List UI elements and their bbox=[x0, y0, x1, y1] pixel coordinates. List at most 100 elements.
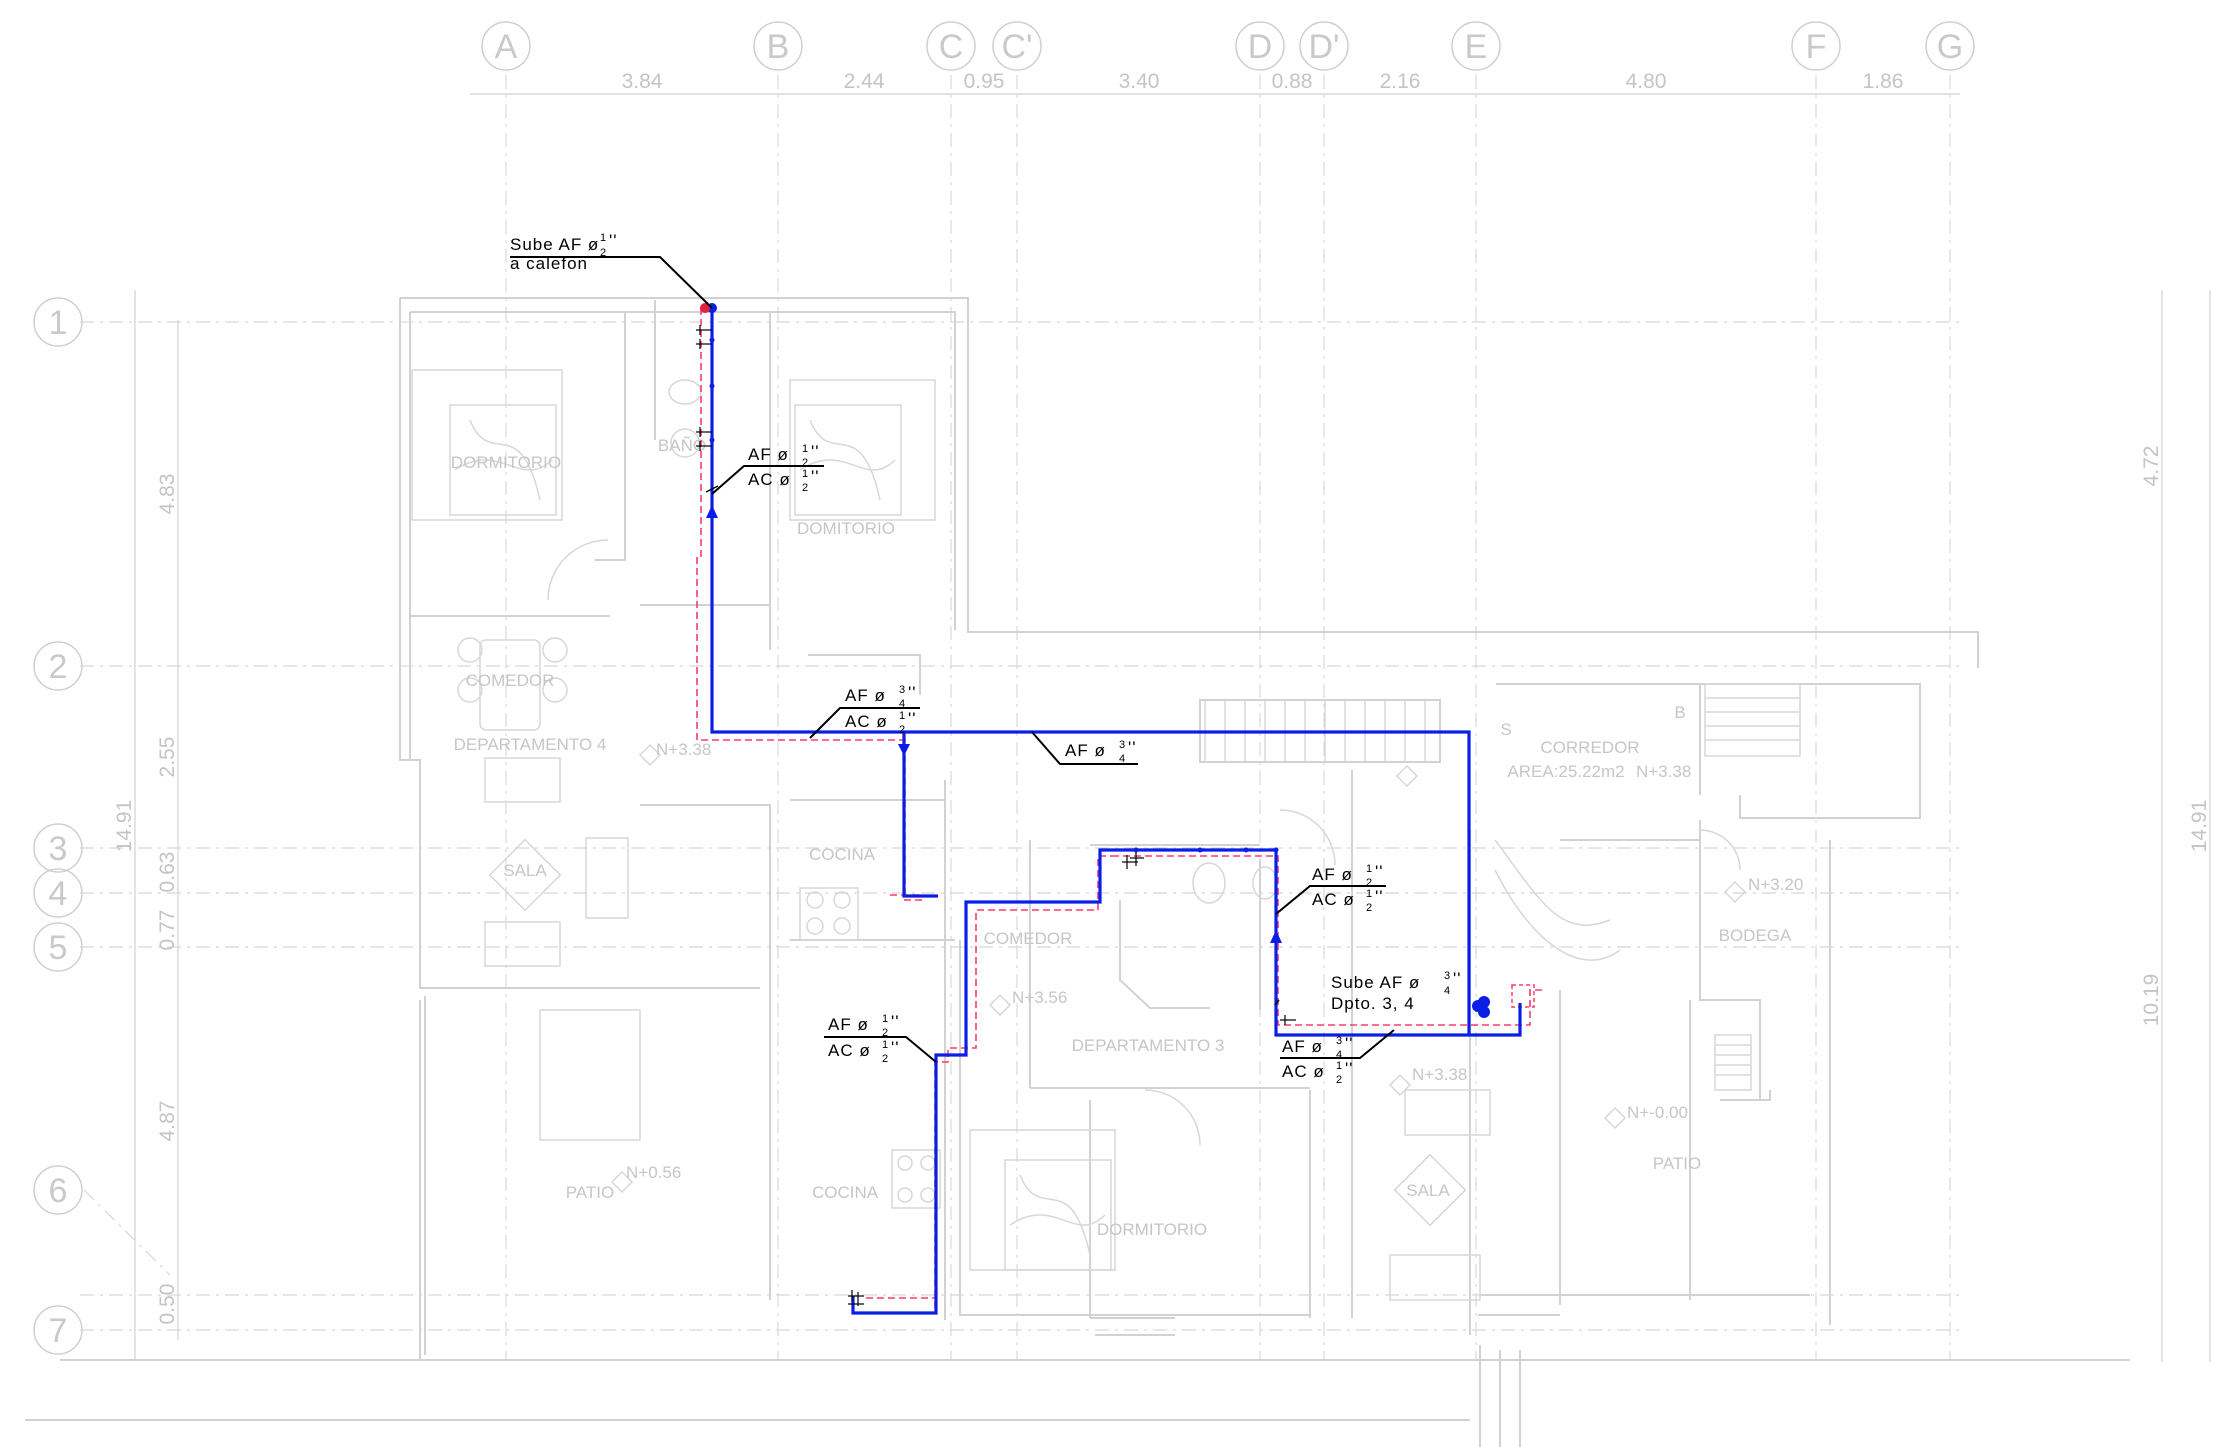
svg-text:3: 3 bbox=[1444, 970, 1450, 982]
svg-text:AC ø: AC ø bbox=[748, 470, 791, 489]
room-label-comedor-4: COMEDOR bbox=[466, 671, 555, 690]
svg-text:'': '' bbox=[1453, 969, 1462, 988]
grid-bubble-row-6: 6 bbox=[33, 1165, 83, 1215]
room-label-sala-3: SALA bbox=[1406, 1181, 1450, 1200]
svg-text:2: 2 bbox=[1366, 877, 1372, 889]
stair-treads bbox=[1204, 683, 1801, 1091]
svg-text:G: G bbox=[1937, 28, 1963, 66]
svg-text:2: 2 bbox=[1366, 902, 1372, 914]
svg-text:'': '' bbox=[1345, 1059, 1354, 1078]
room-label-mark-s: S bbox=[1500, 720, 1511, 739]
level-dep3: N+3.38 bbox=[1412, 1065, 1467, 1084]
svg-text:AF ø: AF ø bbox=[1065, 741, 1106, 760]
grid-bubble-col-c: C bbox=[926, 21, 976, 71]
svg-text:2: 2 bbox=[802, 457, 808, 469]
grid-bubble-col-f: F bbox=[1791, 21, 1841, 71]
svg-text:2: 2 bbox=[802, 482, 808, 494]
dim-d-dp: 0.88 bbox=[1272, 70, 1313, 93]
dim-right-lower: 10.19 bbox=[2140, 974, 2163, 1027]
row-bubbles: 1 2 3 4 5 6 7 bbox=[33, 297, 83, 1355]
callout-dep3-kitchen: AF ø 1 2 '' AC ø 1 2 '' bbox=[824, 1012, 937, 1065]
svg-text:6: 6 bbox=[49, 1172, 68, 1210]
dim-b-c: 2.44 bbox=[844, 70, 885, 93]
right-dimension-chain: 4.72 14.91 10.19 bbox=[2140, 290, 2211, 1362]
room-label-corredor: CORREDOR bbox=[1540, 738, 1639, 757]
level-patio-right: N+-0.00 bbox=[1627, 1103, 1688, 1122]
level-patio-left: N+0.56 bbox=[626, 1163, 681, 1182]
room-label-domitorio: DOMITORIO bbox=[797, 519, 895, 538]
left-dimension-chain: 4.83 2.55 14.91 0.77 0.63 4.87 0.50 bbox=[113, 290, 179, 1360]
walls bbox=[25, 297, 2130, 1447]
svg-text:E: E bbox=[1465, 28, 1488, 66]
svg-text:3: 3 bbox=[899, 684, 905, 696]
level-labels: N+3.38 N+3.38 N+3.20 N+3.56 N+3.38 N+-0.… bbox=[626, 740, 1803, 1182]
svg-text:AC ø: AC ø bbox=[845, 712, 888, 731]
dim-cp-d: 3.40 bbox=[1119, 70, 1160, 93]
svg-text:AF ø: AF ø bbox=[1282, 1037, 1323, 1056]
svg-text:2: 2 bbox=[600, 247, 606, 259]
svg-text:Sube AF ø: Sube AF ø bbox=[1331, 973, 1420, 992]
dim-a-b: 3.84 bbox=[622, 70, 663, 93]
svg-text:5: 5 bbox=[49, 929, 68, 967]
dim-f-g: 1.86 bbox=[1863, 70, 1904, 93]
svg-text:1: 1 bbox=[882, 1039, 888, 1051]
pipe-nodes bbox=[696, 303, 1490, 1306]
callout-sube-calefon: Sube AF ø 1 2 '' a calefon bbox=[510, 231, 713, 309]
svg-text:1: 1 bbox=[49, 304, 68, 342]
grid-bubble-row-3: 3 bbox=[33, 823, 83, 873]
svg-text:2: 2 bbox=[882, 1053, 888, 1065]
svg-text:1: 1 bbox=[802, 468, 808, 480]
svg-text:'': '' bbox=[1375, 862, 1384, 881]
dim-c-cp: 0.95 bbox=[964, 70, 1005, 93]
grid-bubble-row-2: 2 bbox=[33, 641, 83, 691]
svg-text:1: 1 bbox=[600, 232, 606, 244]
room-label-cocina-bottom: COCINA bbox=[812, 1183, 879, 1202]
room-label-dormitorio-3: DORMITORIO bbox=[1097, 1220, 1207, 1239]
svg-text:D: D bbox=[1248, 28, 1273, 66]
grid-bubble-col-c-prime: C' bbox=[992, 21, 1042, 71]
grid-bubble-row-4: 4 bbox=[33, 868, 83, 918]
callout-dep3-meter: AF ø 3 4 '' AC ø 1 2 '' bbox=[1280, 1029, 1395, 1086]
callout-sube-dpto: Sube AF ø 3 4 '' Dpto. 3, 4 bbox=[1331, 969, 1462, 1013]
ac-hot-water-pipes bbox=[696, 308, 1542, 1308]
grid-bubble-row-7: 7 bbox=[33, 1305, 83, 1355]
svg-text:'': '' bbox=[891, 1038, 900, 1057]
room-label-departamento-4: DEPARTAMENTO 4 bbox=[454, 735, 607, 754]
callout-dep3-bath: AF ø 1 2 '' AC ø 1 2 '' bbox=[1275, 862, 1386, 915]
dim-6-7: 0.50 bbox=[156, 1284, 179, 1325]
svg-text:1: 1 bbox=[802, 443, 808, 455]
svg-text:3: 3 bbox=[1119, 739, 1125, 751]
svg-text:AF ø: AF ø bbox=[748, 445, 789, 464]
callout-main-af: AF ø 3 4 '' bbox=[1031, 731, 1138, 765]
room-label-bodega: BODEGA bbox=[1719, 926, 1792, 945]
furniture bbox=[411, 369, 1801, 1301]
svg-text:F: F bbox=[1806, 28, 1827, 66]
room-label-bano: BAÑO bbox=[658, 436, 706, 455]
af-cold-water-pipes bbox=[710, 308, 1522, 1315]
svg-text:AC ø: AC ø bbox=[1312, 890, 1355, 909]
dim-3-4: 0.77 bbox=[156, 910, 179, 951]
svg-text:B: B bbox=[767, 28, 790, 66]
room-label-comedor-3: COMEDOR bbox=[984, 929, 1073, 948]
svg-text:'': '' bbox=[1375, 887, 1384, 906]
svg-text:1: 1 bbox=[1336, 1060, 1342, 1072]
room-label-departamento-3: DEPARTAMENTO 3 bbox=[1072, 1036, 1225, 1055]
svg-text:C: C bbox=[939, 28, 964, 66]
grid-bubble-col-d-prime: D' bbox=[1299, 21, 1349, 71]
room-label-patio-left: PATIO bbox=[566, 1183, 615, 1202]
svg-text:AF ø: AF ø bbox=[845, 686, 886, 705]
callout-bano-af-ac: AF ø 1 2 '' AC ø 1 2 '' bbox=[711, 442, 824, 495]
svg-text:4: 4 bbox=[49, 875, 68, 913]
svg-text:2: 2 bbox=[899, 724, 905, 736]
dim-dp-e: 2.16 bbox=[1380, 70, 1421, 93]
room-label-corredor-area: AREA:25.22m2 bbox=[1507, 762, 1624, 781]
room-label-cocina-top: COCINA bbox=[809, 845, 876, 864]
svg-text:4: 4 bbox=[1119, 753, 1125, 765]
svg-text:'': '' bbox=[609, 231, 618, 250]
column-bubbles: A B C C' D D' E F bbox=[481, 21, 1975, 71]
grid-bubble-row-5: 5 bbox=[33, 922, 83, 972]
svg-text:Dpto. 3, 4: Dpto. 3, 4 bbox=[1331, 994, 1415, 1013]
grid-bubble-col-g: G bbox=[1925, 21, 1975, 71]
dim-2-3: 2.55 bbox=[156, 737, 179, 778]
